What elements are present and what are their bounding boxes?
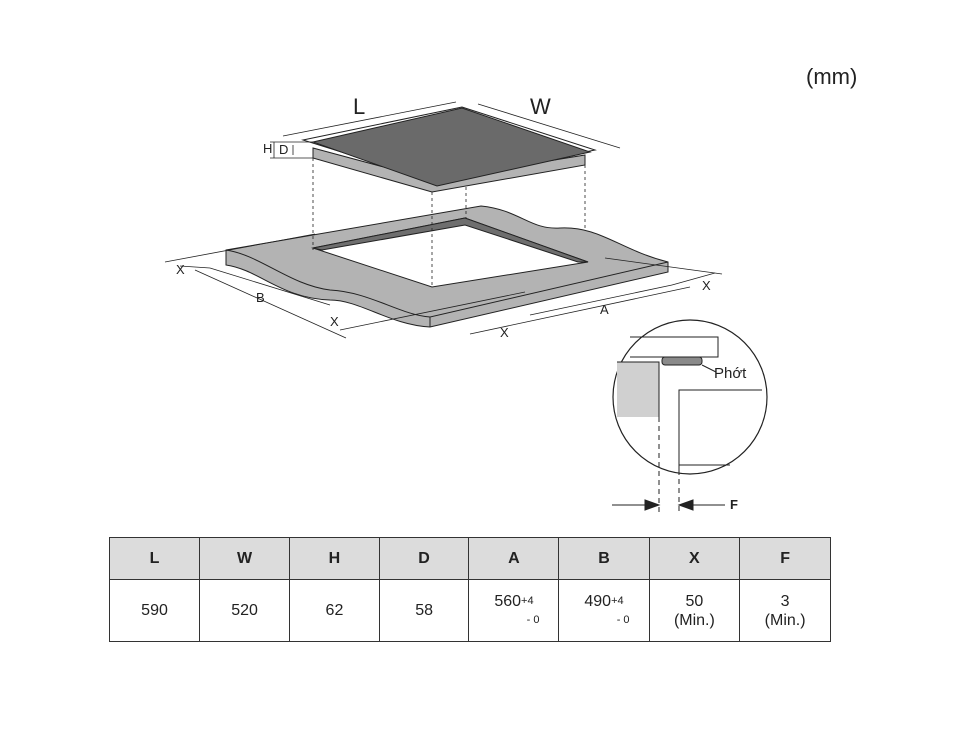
dimensions-table: L W H D A B X F 590 520 62 58 560+4- 0 4… <box>108 537 831 642</box>
value-cell: 50(Min.) <box>648 579 741 642</box>
dim-label-f: F <box>730 497 738 512</box>
value-sub: (Min.) <box>673 611 715 629</box>
dim-label-x: X <box>330 314 339 329</box>
dim-label-b: B <box>256 290 265 305</box>
dim-label-w: W <box>530 94 551 119</box>
value-sub: (Min.) <box>764 611 806 629</box>
header-cell: L <box>108 537 201 580</box>
header-cell: D <box>378 537 470 580</box>
value-main: 490 <box>584 592 612 610</box>
value-cell: 3(Min.) <box>739 579 831 642</box>
header-cell: F <box>739 537 831 580</box>
tolerance-minus: - 0 <box>616 613 630 626</box>
value-cell: 58 <box>378 579 470 642</box>
table-header-row: L W H D A B X F <box>108 537 831 580</box>
dim-label-l: L <box>353 94 366 119</box>
countertop <box>225 205 669 328</box>
dim-label-x: X <box>176 262 185 277</box>
value-cell: 520 <box>199 579 291 642</box>
seal-label: Phớt <box>714 365 747 382</box>
dim-label-x: X <box>500 325 509 340</box>
unit-label: (mm) <box>806 64 858 89</box>
value-main: 560 <box>494 592 522 610</box>
value-cell: 590 <box>108 579 201 642</box>
value-cell: 490+4 - 0 <box>558 579 650 642</box>
value-cell: 560+4 - 0 <box>468 579 560 642</box>
hob <box>301 106 597 193</box>
header-cell: A <box>468 537 560 580</box>
dim-label-d: D <box>279 142 289 157</box>
value-main: 3 <box>780 592 790 610</box>
tolerance-minus: - 0 <box>526 613 540 626</box>
dim-label-a: A <box>600 302 609 317</box>
header-cell: B <box>558 537 650 580</box>
value-main: 50 <box>685 592 704 610</box>
header-cell: X <box>648 537 741 580</box>
header-cell: W <box>199 537 291 580</box>
table-row: 590 520 62 58 560+4- 0 490+4- 0 50(Min.)… <box>108 579 831 642</box>
value-cell: 62 <box>289 579 380 642</box>
header-cell: H <box>289 537 380 580</box>
dim-label-x: X <box>702 278 711 293</box>
tolerance-plus: +4 <box>611 594 624 607</box>
tolerance-plus: +4 <box>521 594 534 607</box>
seal-detail-inset <box>612 319 768 515</box>
dim-label-h: H <box>263 141 273 156</box>
